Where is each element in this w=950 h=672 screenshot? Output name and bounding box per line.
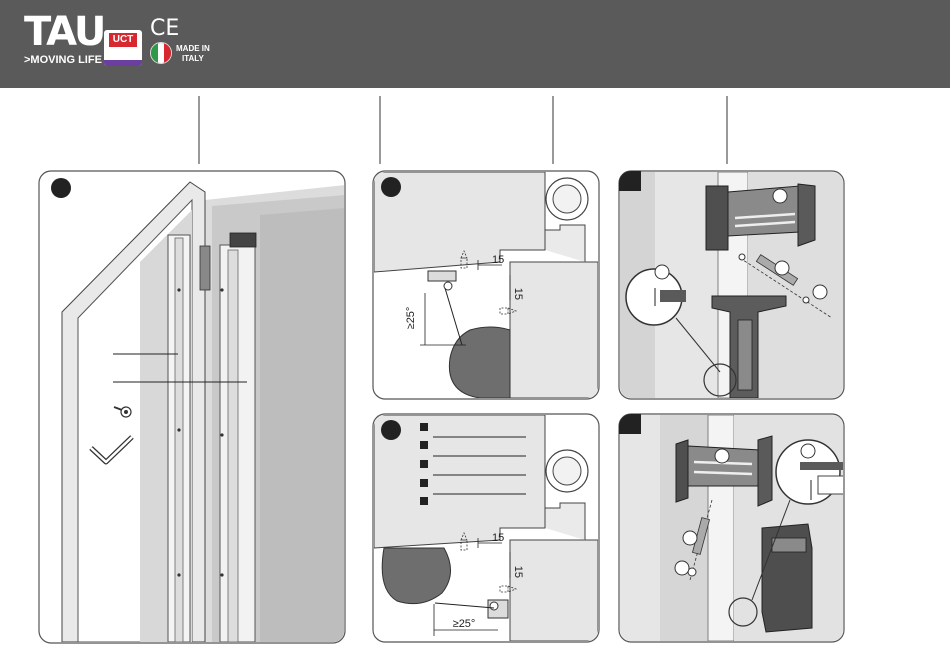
panel-section-b: 15 15 ≥25° — [373, 414, 599, 642]
panel-bracket-b — [619, 414, 844, 642]
panel-bracket-a — [619, 171, 844, 399]
panel-section-a: 15 15 ≥25° — [373, 171, 599, 399]
dimension-label-b2: 15 — [512, 566, 524, 578]
angle-label-b: ≥25° — [453, 618, 476, 630]
step-marker — [381, 420, 401, 440]
step-marker — [381, 177, 401, 197]
dimension-label-a2: 15 — [512, 288, 524, 300]
dimension-label-b1: 15 — [492, 532, 504, 544]
dimension-label-a1: 15 — [492, 254, 504, 266]
step-marker — [51, 178, 71, 198]
panel-door-overview — [39, 171, 345, 643]
leader-lines — [199, 96, 727, 164]
angle-label-a: ≥25° — [405, 307, 417, 330]
